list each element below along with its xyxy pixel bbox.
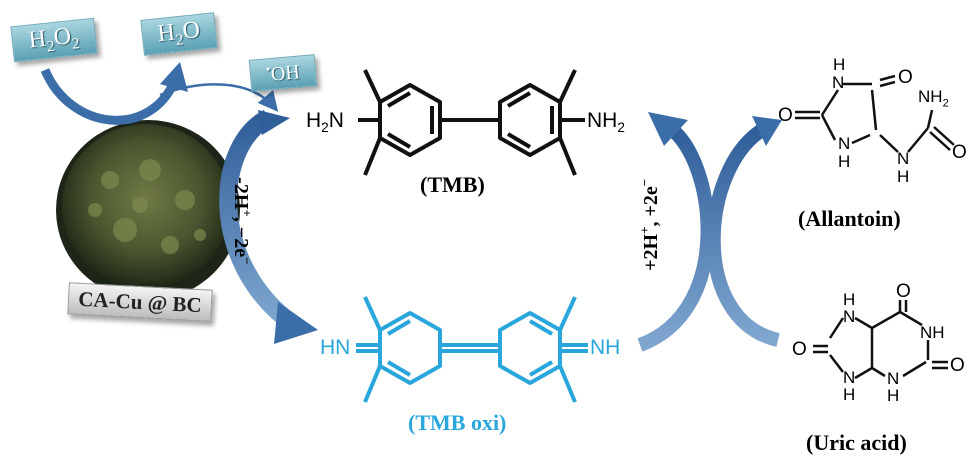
uric-atom-n3: N [887,369,900,388]
h2o2-label: H2O2 [27,22,81,56]
uric-atom-n2: N [843,368,856,387]
allantoin-atom-h3: H [897,167,910,186]
uric-atom-o2: O [792,339,807,360]
allantoin-amine: NH2 [918,87,949,110]
oh-label: •OH [265,61,301,86]
allantoin-atom-n3: N [897,149,910,168]
reduction-condition-label: +2H+, +2e− [637,178,662,271]
tmb-oxi-right-imine: NH [590,336,621,359]
oxidation-condition-label: -2H+, −2e− [229,177,255,265]
h2o-label: H2O [156,16,202,49]
uric-acid-name: (Uric acid) [806,430,907,455]
uric-atom-h1: H [843,290,856,309]
uric-atom-h2: H [843,385,856,404]
allantoin-structure [795,74,955,153]
allantoin-atom-h2: H [838,152,851,171]
tmb-name: (TMB) [420,172,485,197]
uric-acid-structure [813,300,948,380]
allantoin-name: (Allantoin) [798,206,901,231]
oh-generation-arrow [159,83,279,112]
oxidation-arrowhead [274,302,318,344]
uric-to-allantoin-arrowhead [752,116,782,146]
tmb-left-amine: H2N [306,109,344,136]
allantoin-atom-h1: H [833,55,846,74]
uric-to-allantoin-arrow [706,124,780,347]
catalyst-label: CA-Cu @ BC [77,286,203,317]
oxidation-arrow [219,109,296,330]
allantoin-atom-o1: O [898,67,913,88]
uric-atom-h3: H [887,386,900,405]
uric-atom-o3: O [950,355,965,376]
reduction-arrowhead [648,112,688,146]
allantoin-atom-o2: O [778,105,793,126]
allantoin-atom-n1: N [832,73,845,92]
h2o2-to-h2o-arrowhead [160,62,188,92]
uric-atom-nh: NH [920,323,945,342]
oh-box: •OH [248,54,318,92]
h2o2-to-h2o-arrow [40,68,180,125]
tmb-oxi-name: (TMB oxi) [408,410,507,435]
tmb-right-amine: NH2 [587,109,625,136]
tmb-oxi-structure [356,296,588,403]
uric-atom-n1: N [843,307,856,326]
h2o-box: H2O [140,12,218,56]
tmb-oxi-left-imine: HN [320,336,351,359]
allantoin-atom-n2: N [838,134,851,153]
tmb-structure [358,69,585,176]
uric-atom-o1: O [896,281,911,302]
catalyst-dish-image [56,120,240,300]
oxidation-arrow-tail [258,110,290,135]
allantoin-atom-o3: O [952,142,967,163]
